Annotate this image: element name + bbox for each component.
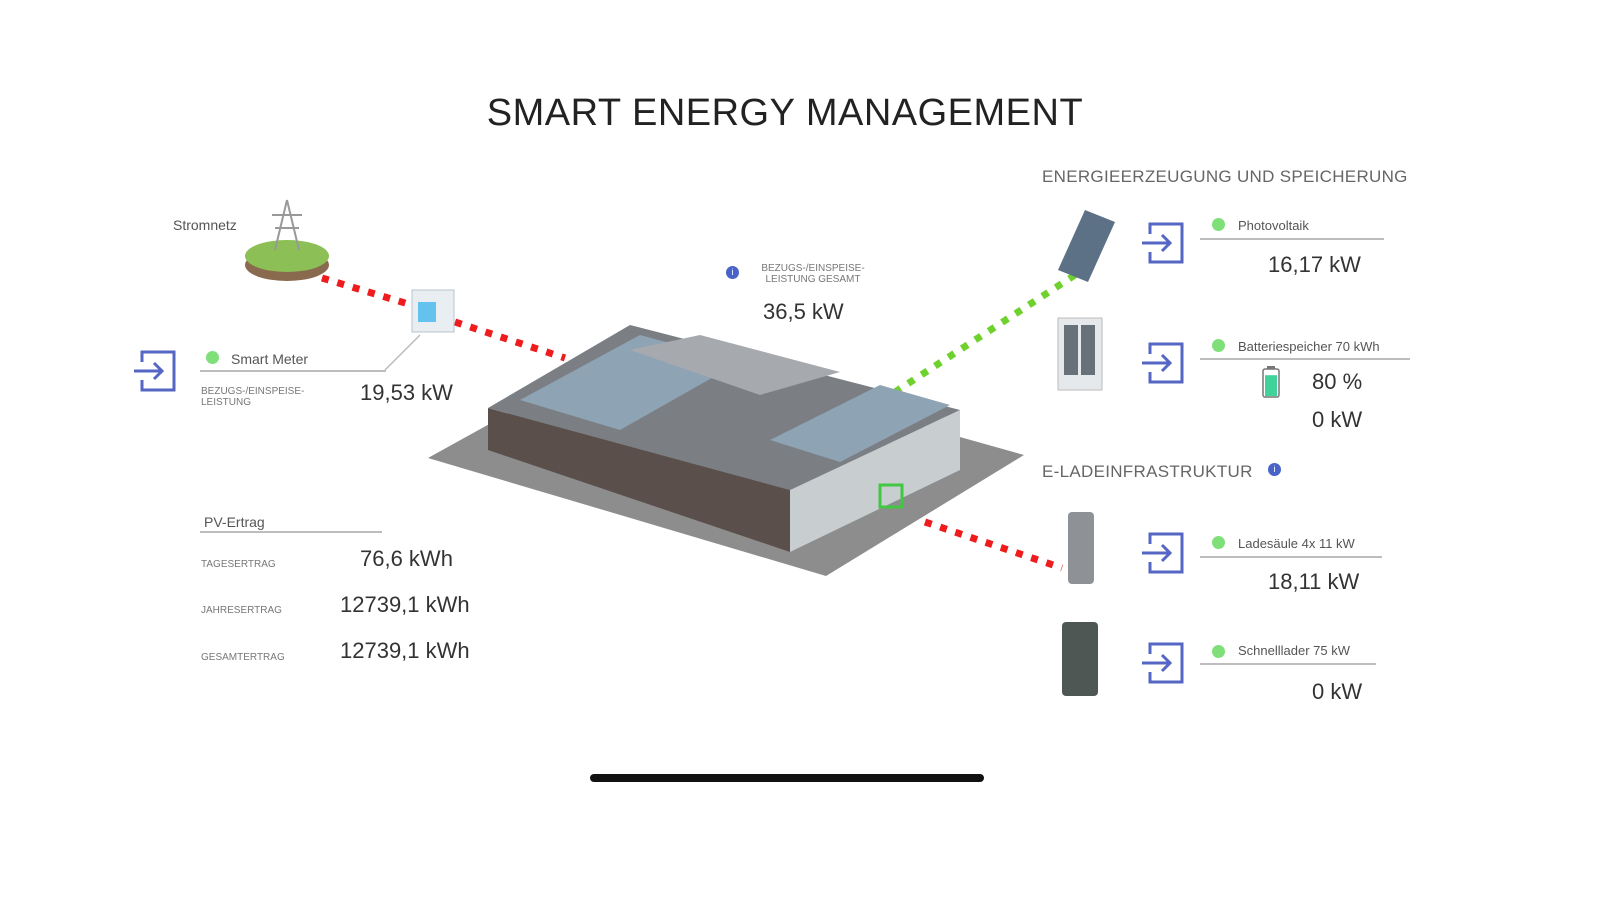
status-dot	[1212, 339, 1225, 352]
smart-meter-open-button[interactable]	[130, 346, 180, 396]
battery-open-button[interactable]	[1138, 338, 1188, 388]
status-dot	[1212, 218, 1225, 231]
meter-to-building-flow	[453, 318, 567, 362]
status-dot	[206, 351, 219, 364]
pv-yield-row-value: 12739,1 kWh	[340, 592, 470, 617]
ladesaeule-value: 18,11 kW	[1268, 569, 1360, 594]
battery-power-value: 0 kW	[1312, 407, 1363, 432]
grid-to-meter-flow	[320, 274, 417, 310]
pv-to-building-flow	[893, 272, 1077, 395]
enter-arrow-icon	[1142, 222, 1184, 264]
smart-meter-value: 19,53 kW	[360, 380, 453, 405]
photovoltaik-label: Photovoltaik	[1238, 218, 1309, 233]
ladesaeule-open-button[interactable]	[1138, 528, 1188, 578]
battery-level-icon	[1262, 366, 1280, 398]
info-icon[interactable]: i	[1268, 463, 1281, 476]
divider	[1200, 358, 1410, 360]
pv-yield-row-label: TAGESERTRAG	[201, 559, 276, 570]
battery-storage-device	[1057, 317, 1103, 391]
building-illustration	[428, 325, 1024, 576]
photovoltaik-open-button[interactable]	[1138, 218, 1188, 268]
info-icon[interactable]: i	[726, 266, 739, 279]
photovoltaik-value: 16,17 kW	[1268, 252, 1361, 277]
total-value: 36,5 kW	[763, 299, 844, 324]
enter-arrow-icon	[134, 350, 176, 392]
total-label: BEZUGS-/EINSPEISE-LEISTUNG GESAMT	[761, 263, 865, 285]
schnelllader-open-button[interactable]	[1138, 638, 1188, 688]
generation-section-title: ENERGIEERZEUGUNG UND SPEICHERUNG	[1042, 167, 1408, 186]
schnelllader-value: 0 kW	[1312, 679, 1363, 704]
smart-meter-label: Smart Meter	[231, 351, 309, 367]
pv-yield-row-value: 76,6 kWh	[360, 546, 453, 571]
battery-charge: 80 %	[1312, 369, 1363, 394]
pv-yield-title: PV-Ertrag	[204, 514, 265, 530]
building-to-charger-flow	[923, 518, 1064, 572]
divider	[1200, 556, 1382, 558]
charging-section-title: E-LADEINFRASTRUKTUR	[1042, 462, 1253, 481]
grid-label: Stromnetz	[173, 217, 237, 233]
schnelllader-label: Schnelllader 75 kW	[1238, 643, 1350, 658]
enter-arrow-icon	[1142, 642, 1184, 684]
status-dot	[1212, 536, 1225, 549]
status-dot	[1212, 645, 1225, 658]
charging-station-device	[1068, 512, 1094, 584]
page-title: SMART ENERGY MANAGEMENT	[486, 92, 1084, 134]
power-grid-icon	[245, 199, 329, 281]
smart-meter-sublabel: BEZUGS-/EINSPEISE-LEISTUNG	[201, 386, 305, 408]
divider	[1200, 238, 1384, 240]
enter-arrow-icon	[1142, 342, 1184, 384]
divider	[200, 531, 382, 533]
smart-meter-device	[384, 289, 455, 371]
divider	[200, 370, 386, 372]
pv-yield-row-label: JAHRESERTRAG	[201, 605, 282, 616]
ladesaeule-label: Ladesäule 4x 11 kW	[1238, 536, 1355, 551]
divider	[1200, 663, 1376, 665]
battery-label: Batteriespeicher 70 kWh	[1238, 339, 1380, 354]
pv-yield-row-value: 12739,1 kWh	[340, 638, 470, 663]
fast-charger-device	[1062, 622, 1098, 696]
pv-yield-row-label: GESAMTERTRAG	[201, 652, 285, 663]
home-indicator[interactable]	[590, 774, 984, 782]
pv-panel-device	[1058, 210, 1115, 282]
enter-arrow-icon	[1142, 532, 1184, 574]
